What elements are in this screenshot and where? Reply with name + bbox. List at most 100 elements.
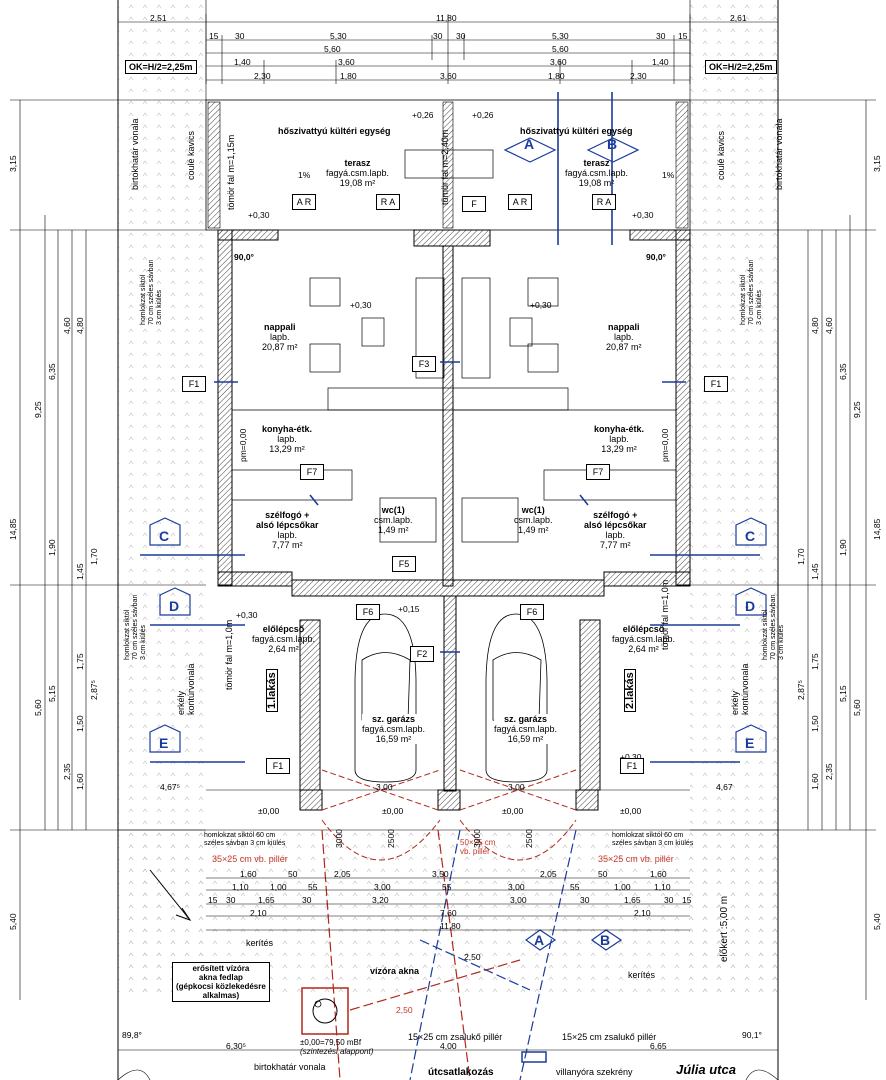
main-walls (217, 229, 691, 811)
dim: 3,00 (376, 782, 393, 792)
slope: 1% (298, 170, 311, 180)
dim: 2,30 (254, 71, 271, 81)
dim-top-left: 2,51 (150, 13, 167, 23)
dim: 4,60 (824, 317, 834, 334)
window-f1-lower-left: F1 (266, 758, 290, 774)
dim: 2,50 (396, 1005, 413, 1015)
ar-left: A R (292, 194, 316, 210)
flat-2-label: 2.lakás (624, 669, 636, 712)
bottom-dimension-lines (118, 789, 778, 1051)
section-c-left: C (159, 528, 170, 544)
dim: 1,65 (624, 895, 641, 905)
level: +0,30 (620, 752, 642, 762)
dim: 15 (209, 31, 219, 41)
flat-1-label: 1.lakás (266, 669, 278, 712)
ra-right: R A (592, 194, 616, 210)
dim: 2,10 (634, 908, 651, 918)
dim: 3,60 (440, 71, 457, 81)
section-d-left: D (169, 598, 180, 614)
boundary-right: birtokhatár vonala (774, 118, 784, 190)
dim: 5,15 (47, 685, 57, 702)
dim: 5,15 (838, 685, 848, 702)
level: ±0,00 (620, 806, 642, 816)
dim: 1,60 (650, 869, 667, 879)
dim: 1,90 (838, 539, 848, 556)
dim: 30 (226, 895, 236, 905)
dim: 3,00 (508, 782, 525, 792)
dim: 2,87⁵ (796, 679, 806, 700)
section-e-left: E (159, 735, 169, 751)
dim: 1,75 (810, 653, 820, 670)
section-a-bottom: A (534, 932, 545, 948)
dim: 1,10 (654, 882, 671, 892)
dim: 2,30 (630, 71, 647, 81)
dim: 5,60 (552, 44, 569, 54)
road-connection-label: útcsatlakozás (428, 1067, 494, 1078)
benchmark-label: ±0,00=79,50 mBf(szintezési alappont) (300, 1038, 374, 1056)
dim: 3000 (472, 829, 482, 848)
front-garden-depth: előkert :5,00 m (719, 895, 730, 962)
window-f5: F5 (392, 556, 416, 572)
slope: 1% (662, 170, 675, 180)
dim: 30 (656, 31, 666, 41)
dim: 11,80 (440, 921, 461, 931)
window-f6-left: F6 (356, 604, 380, 620)
section-a-top: A (524, 136, 535, 152)
level: +0,15 (398, 604, 420, 614)
dim: 4,80 (810, 317, 820, 334)
dim: 2,87⁵ (89, 679, 99, 700)
ok-left: OK=H/2=2,25m (125, 60, 197, 74)
dim: 1,90 (47, 539, 57, 556)
wall-mid: tömör fal m=2,40m (440, 129, 450, 205)
dim: 1,40 (234, 57, 251, 67)
fence-right: kerítés (628, 970, 656, 980)
dim: 15 (682, 895, 692, 905)
room-wc-left: wc(1)csm.lapb.1,49 m² (374, 505, 413, 535)
dim: 30 (302, 895, 312, 905)
gravel-left: coulé kavics (186, 130, 196, 180)
dim: 4,67⁵ (160, 782, 181, 792)
dim: 2,35 (62, 763, 72, 780)
window-f2: F2 (410, 646, 434, 662)
dim: 1,45 (810, 563, 820, 580)
dim: 5,40 (8, 913, 18, 930)
window-f1-left: F1 (182, 376, 206, 392)
level: +0,30 (236, 610, 258, 620)
window-f7-right: F7 (586, 464, 610, 480)
dim: 5,60 (33, 699, 43, 716)
dim: 2,10 (250, 908, 267, 918)
fence-left: kerítés (246, 938, 274, 948)
ra-left: R A (376, 194, 400, 210)
heat-pump-left: hőszivattyú kültéri egység (278, 126, 391, 136)
angle-bottom-right: 90,1° (742, 1030, 762, 1040)
dim: 55 (308, 882, 318, 892)
dim: 1,00 (614, 882, 631, 892)
dim: 55 (442, 882, 452, 892)
dim: 6,65 (650, 1041, 667, 1051)
electric-meter-box (521, 1051, 547, 1063)
dim: 30 (580, 895, 590, 905)
room-kitchen-right: konyha-étk.lapb.13,29 m² (594, 424, 645, 454)
dim: 2,05 (334, 869, 351, 879)
section-lines (140, 92, 760, 763)
dim: 2,35 (824, 763, 834, 780)
window-f-top: F (462, 196, 486, 212)
dim: 15 (678, 31, 688, 41)
level: +0,30 (350, 300, 372, 310)
dim: 5,30 (330, 31, 347, 41)
dim: 6,35 (838, 363, 848, 380)
section-d-right: D (745, 598, 756, 614)
dim: 3,20 (372, 895, 389, 905)
dim: 3,60 (338, 57, 355, 67)
dim: 50 (598, 869, 608, 879)
heat-pump-right: hőszivattyú kültéri egység (520, 126, 633, 136)
pillar-zsaluko-left: 15×25 cm zsalukő pillér (408, 1032, 503, 1042)
